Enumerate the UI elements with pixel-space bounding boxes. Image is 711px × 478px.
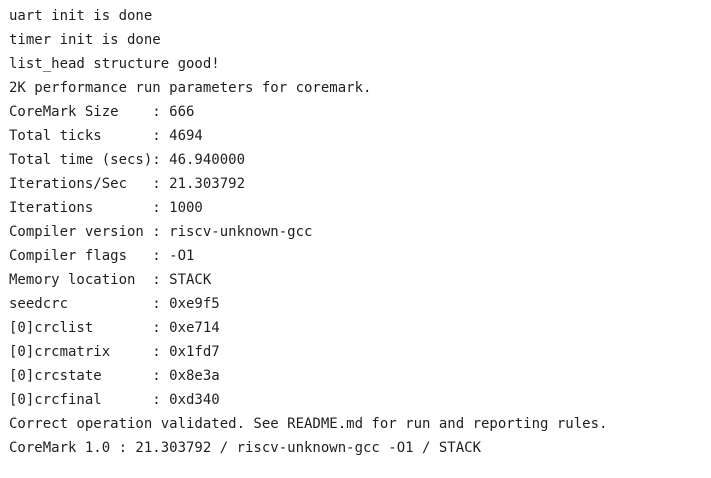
console-line-crclist: [0]crclist : 0xe714 [9, 320, 220, 336]
console-line-list-head: list_head structure good! [9, 56, 220, 72]
console-line-compiler-flags: Compiler flags : -O1 [9, 248, 195, 264]
console-line-timer-init: timer init is done [9, 32, 161, 48]
console-line-total-ticks: Total ticks : 4694 [9, 128, 203, 144]
console-line-uart-init: uart init is done [9, 8, 153, 24]
console-line-crcfinal: [0]crcfinal : 0xd340 [9, 392, 220, 408]
console-line-total-time: Total time (secs): 46.940000 [9, 152, 246, 168]
console-line-crcmatrix: [0]crcmatrix : 0x1fd7 [9, 344, 220, 360]
console-line-iterations: Iterations : 1000 [9, 200, 203, 216]
console-line-iterations-per-sec: Iterations/Sec : 21.303792 [9, 176, 246, 192]
console-line-memory-location: Memory location : STACK [9, 272, 212, 288]
console-line-seedcrc: seedcrc : 0xe9f5 [9, 296, 220, 312]
console-line-validation: Correct operation validated. See README.… [9, 416, 608, 432]
console-line-coremark-size: CoreMark Size : 666 [9, 104, 195, 120]
console-line-compiler-version: Compiler version : riscv-unknown-gcc [9, 224, 313, 240]
console-line-run-parameters: 2K performance run parameters for corema… [9, 80, 372, 96]
console-line-crcstate: [0]crcstate : 0x8e3a [9, 368, 220, 384]
console-line-coremark-result: CoreMark 1.0 : 21.303792 / riscv-unknown… [9, 440, 482, 456]
